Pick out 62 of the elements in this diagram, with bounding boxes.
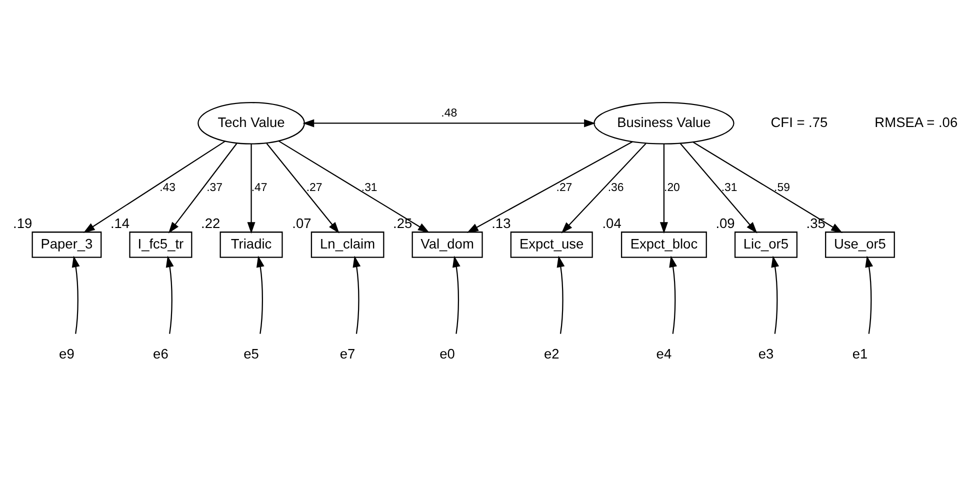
edge-label: .37: [206, 182, 223, 194]
node-label: .35: [806, 216, 826, 232]
arrow: [680, 143, 758, 234]
node-label: .19: [13, 216, 32, 232]
edge-label: .31: [721, 182, 738, 194]
node-label: .07: [292, 216, 312, 232]
node-label: .13: [492, 216, 511, 232]
node-text: e1: [852, 346, 868, 362]
node-box: Ln_claim: [310, 232, 384, 258]
arrow: [166, 256, 174, 334]
node-text: e2: [544, 346, 560, 362]
label: CFI = .75: [770, 114, 828, 130]
edge-label: .59: [774, 182, 790, 194]
arrow: [660, 144, 668, 234]
arrow: [865, 256, 874, 334]
arrow: [168, 143, 238, 234]
node-text: e4: [656, 346, 672, 362]
node-text: e5: [244, 346, 259, 362]
edge-label: .31: [361, 182, 378, 194]
node-box: Lic_or5: [734, 232, 798, 258]
arrow: [83, 140, 226, 233]
arrow: [452, 256, 460, 334]
edge-label: .27: [306, 182, 322, 194]
arrow: [266, 143, 340, 234]
arrow: [302, 119, 596, 128]
node-text: e6: [153, 346, 168, 362]
arrow: [693, 142, 843, 233]
edge-label: .36: [608, 182, 624, 194]
arrow: [669, 256, 677, 334]
node-text: e9: [59, 346, 74, 362]
node-box: Use_or5: [825, 232, 895, 258]
arrow: [72, 256, 80, 334]
edge-label: .43: [160, 182, 176, 194]
node-box: I_fc5_tr: [129, 232, 192, 258]
node-label: .22: [201, 216, 220, 232]
arrow: [278, 140, 430, 233]
node-label: .14: [110, 216, 130, 232]
node-ellipse: Tech Value: [198, 102, 305, 144]
node-ellipse: Business Value: [594, 102, 734, 144]
node-label: .09: [716, 216, 735, 232]
arrow: [771, 256, 780, 334]
node-label: .25: [393, 216, 412, 232]
arrow: [556, 256, 565, 334]
edge-label: .47: [251, 182, 268, 194]
node-text: e0: [440, 346, 455, 362]
node-box: Expct_use: [510, 232, 593, 258]
arrow: [247, 144, 256, 234]
node-text: e3: [758, 346, 774, 362]
node-text: e7: [340, 346, 356, 362]
arrow: [466, 141, 633, 233]
edge-label: .20: [664, 182, 680, 194]
arrow: [561, 143, 646, 234]
edge-label: .27: [556, 182, 572, 194]
node-box: Paper_3: [32, 232, 102, 258]
node-box: Triadic: [220, 232, 283, 258]
label: RMSEA = .06: [874, 114, 958, 130]
node-label: .04: [602, 216, 622, 232]
arrow: [256, 256, 264, 334]
node-box: Expct_bloc: [620, 232, 707, 258]
edge-label: .48: [441, 107, 458, 120]
arrow: [352, 256, 361, 334]
node-box: Val_dom: [412, 232, 483, 258]
